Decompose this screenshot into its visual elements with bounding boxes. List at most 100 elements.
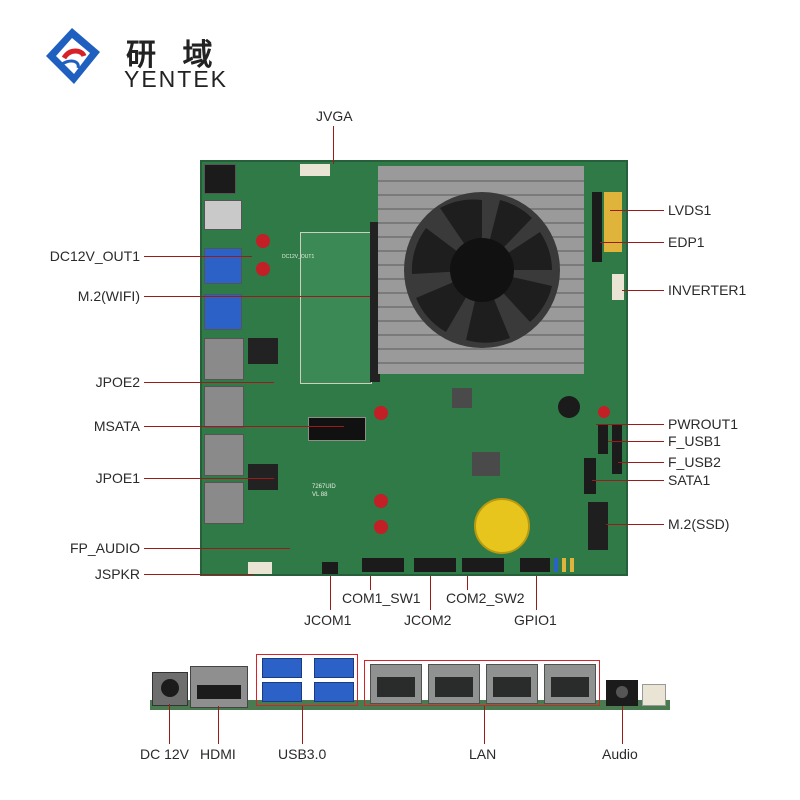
label-gpio1: GPIO1 [514, 612, 557, 628]
leader-line [484, 706, 485, 744]
leader-line [333, 126, 334, 164]
usb-port-left [204, 294, 242, 330]
label-msata: MSATA [93, 418, 140, 434]
capacitor [256, 234, 270, 248]
lan-port [486, 664, 538, 704]
leader-line [610, 210, 664, 211]
label-m2-ssd: M.2(SSD) [668, 516, 730, 532]
label-jcom2: JCOM2 [404, 612, 452, 628]
cmos-battery [474, 498, 530, 554]
capacitor [598, 406, 610, 418]
usb-header [598, 424, 608, 454]
leader-line [600, 242, 664, 243]
leader-line [169, 704, 170, 744]
leader-line [144, 382, 274, 383]
leader-line [596, 424, 664, 425]
leader-line [302, 706, 303, 744]
label-fp-audio: FP_AUDIO [69, 540, 140, 556]
board-silkscreen-dcout: DC12V_OUT1 [282, 254, 315, 260]
speaker-header [248, 562, 272, 574]
leader-line [144, 256, 252, 257]
yentek-logo-icon [46, 28, 100, 84]
label-lan: LAN [469, 746, 497, 762]
leader-line [430, 576, 431, 610]
header [520, 558, 550, 572]
sata-connector [584, 458, 596, 494]
label-f-usb2: F_USB2 [668, 454, 721, 470]
lan-highlight-box [364, 660, 600, 706]
connector [642, 684, 666, 706]
label-f-usb1: F_USB1 [668, 433, 721, 449]
leader-line [144, 574, 254, 575]
m2-ssd-slot [588, 502, 608, 550]
leader-line [467, 576, 468, 590]
leader-line [144, 426, 344, 427]
leader-line [622, 290, 664, 291]
usb30-port [262, 682, 302, 702]
usb-port-left [204, 200, 242, 230]
chip [472, 452, 500, 476]
capacitor [374, 494, 388, 508]
jvga-connector [300, 164, 330, 176]
header [414, 558, 456, 572]
leader-line [622, 706, 623, 744]
chip [452, 388, 472, 408]
chip [248, 338, 278, 364]
label-dc12v-out1: DC12V_OUT1 [49, 248, 140, 264]
header [462, 558, 504, 572]
lan-port [370, 664, 422, 704]
edp-header [592, 192, 602, 262]
jumper [570, 558, 574, 572]
lan-port-left [204, 386, 244, 428]
board-silkscreen-version: VL 88 [312, 492, 328, 498]
board-silkscreen-model: 7267UID [312, 484, 336, 490]
msata-connector [308, 417, 366, 441]
label-pwrout1: PWROUT1 [668, 416, 738, 432]
brand-name-cn: 研 域 [126, 38, 221, 73]
audio-jack-port [606, 680, 638, 706]
lan-port-left [204, 434, 244, 476]
label-audio: Audio [602, 746, 638, 762]
lan-port-left [204, 338, 244, 380]
label-hdmi: HDMI [200, 746, 236, 762]
label-sata1: SATA1 [668, 472, 711, 488]
label-jspkr: JSPKR [94, 566, 140, 582]
leader-line [592, 480, 664, 481]
label-m2-wifi: M.2(WIFI) [77, 288, 140, 304]
lan-port-left [204, 482, 244, 524]
leader-line [606, 524, 664, 525]
usb30-port [314, 658, 354, 678]
label-jpoe2: JPOE2 [95, 374, 140, 390]
jumper [554, 558, 558, 572]
cpu-fan-icon [404, 192, 560, 348]
leader-line [218, 706, 219, 744]
label-jpoe1: JPOE1 [95, 470, 140, 486]
leader-line [330, 576, 331, 610]
m2-wifi-connector [370, 222, 380, 382]
label-dc-12v: DC 12V [140, 746, 190, 762]
header [362, 558, 404, 572]
label-lvds1: LVDS1 [668, 202, 712, 218]
usb30-highlight-box [256, 654, 358, 706]
leader-line [144, 296, 370, 297]
jumper [562, 558, 566, 572]
lvds-edp-header [604, 192, 622, 252]
usb30-port [262, 658, 302, 678]
header [322, 562, 338, 574]
usb-header [612, 424, 622, 474]
dc-jack [204, 164, 236, 194]
capacitor [374, 520, 388, 534]
leader-line [144, 478, 274, 479]
leader-line [370, 576, 371, 590]
brand-name-en: YENTEK [124, 66, 229, 92]
lan-port [428, 664, 480, 704]
label-inverter1: INVERTER1 [668, 282, 747, 298]
hdmi-port [190, 666, 248, 708]
label-usb30: USB3.0 [278, 746, 327, 762]
buzzer [558, 396, 580, 418]
leader-line [536, 576, 537, 610]
inverter-header [612, 274, 624, 300]
capacitor [374, 406, 388, 420]
capacitor [256, 262, 270, 276]
label-jvga: JVGA [316, 108, 353, 124]
